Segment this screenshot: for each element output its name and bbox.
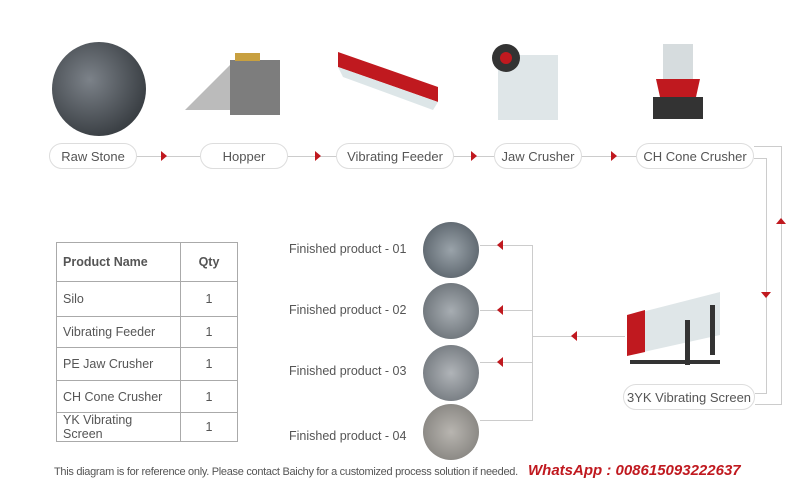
connector xyxy=(755,393,767,394)
jaw-crusher-image xyxy=(492,44,558,120)
vibrating-screen-image xyxy=(627,292,720,365)
connector xyxy=(533,336,625,337)
arrow-right-icon xyxy=(161,151,167,161)
connector xyxy=(480,362,533,363)
raw-stone-image xyxy=(52,42,146,136)
arrow-right-icon xyxy=(315,151,321,161)
step-cone-crusher: CH Cone Crusher xyxy=(636,143,754,169)
step-vibrating-screen: 3YK Vibrating Screen xyxy=(623,384,755,410)
product-04-image xyxy=(423,404,479,460)
cell-qty: 1 xyxy=(180,347,238,381)
arrow-left-icon xyxy=(497,357,503,367)
whatsapp-contact[interactable]: WhatsApp : 008615093222637 xyxy=(528,462,741,479)
connector xyxy=(532,245,533,420)
arrow-right-icon xyxy=(611,151,617,161)
finished-product-04: Finished product - 04 xyxy=(289,429,407,443)
connector xyxy=(582,156,636,157)
arrow-right-icon xyxy=(471,151,477,161)
vibrating-feeder-image xyxy=(338,52,438,110)
connector xyxy=(754,146,782,147)
connector xyxy=(480,245,533,246)
step-jaw-crusher: Jaw Crusher xyxy=(494,143,582,169)
step-hopper: Hopper xyxy=(200,143,288,169)
header-product-name: Product Name xyxy=(56,242,181,282)
cell-qty: 1 xyxy=(180,412,238,442)
connector xyxy=(781,146,782,405)
cell-qty: 1 xyxy=(180,380,238,413)
connector xyxy=(755,404,782,405)
arrow-left-icon xyxy=(497,240,503,250)
product-03-image xyxy=(423,345,479,401)
finished-product-02: Finished product - 02 xyxy=(289,303,407,317)
hopper-image xyxy=(185,53,280,115)
arrow-down-icon xyxy=(761,292,771,298)
cell-name: Vibrating Feeder xyxy=(56,316,181,348)
header-qty: Qty xyxy=(180,242,238,282)
connector xyxy=(480,420,533,421)
connector xyxy=(754,158,767,159)
finished-product-03: Finished product - 03 xyxy=(289,364,407,378)
cell-name: YK Vibrating Screen xyxy=(56,412,181,442)
connector xyxy=(288,156,336,157)
cell-name: CH Cone Crusher xyxy=(56,380,181,413)
cone-crusher-image xyxy=(653,44,703,119)
product-02-image xyxy=(423,283,479,339)
arrow-left-icon xyxy=(497,305,503,315)
cell-qty: 1 xyxy=(180,316,238,348)
connector xyxy=(480,310,533,311)
step-raw-stone: Raw Stone xyxy=(49,143,137,169)
step-vibrating-feeder: Vibrating Feeder xyxy=(336,143,454,169)
finished-product-01: Finished product - 01 xyxy=(289,242,407,256)
arrow-up-icon xyxy=(776,218,786,224)
cell-name: PE Jaw Crusher xyxy=(56,347,181,381)
connector xyxy=(137,156,200,157)
product-01-image xyxy=(423,222,479,278)
connector xyxy=(766,158,767,394)
cell-qty: 1 xyxy=(180,281,238,317)
arrow-left-icon xyxy=(571,331,577,341)
cell-name: Silo xyxy=(56,281,181,317)
disclaimer-note: This diagram is for reference only. Plea… xyxy=(54,466,518,478)
